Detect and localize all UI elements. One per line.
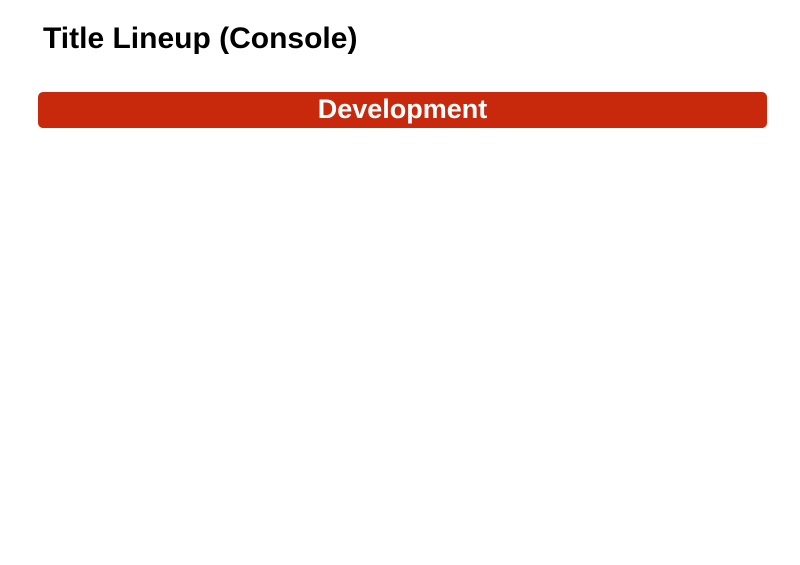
slide-title: Title Lineup (Console): [43, 22, 358, 55]
development-phase-banner: Development: [38, 92, 767, 128]
banner-label: Development: [317, 93, 488, 124]
